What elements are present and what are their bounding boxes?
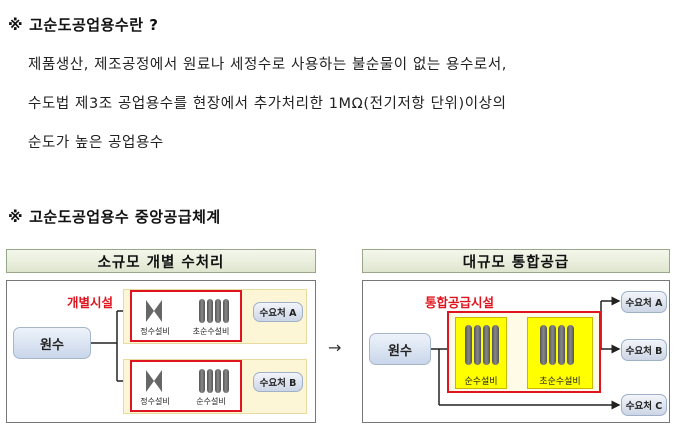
pure-caption: 순수설비 — [464, 377, 498, 387]
transition-arrow: → — [328, 338, 342, 357]
purifier-caption: 정수설비 — [140, 397, 170, 406]
right-panel: 원수 통합공급시설 순수설비 초순수설비 수요처 A 수요처 B 수요처 C — [362, 280, 670, 423]
filter-bars-icon — [465, 325, 499, 365]
demand-a: 수요처 A — [253, 302, 303, 322]
left-panel: 원수 개별시설 정수설비 초순수설비 수요처 A 정수설비 순수설비 수요처 B — [6, 280, 316, 423]
ultra-pure-caption: 초순수설비 — [539, 377, 581, 387]
raw-water-source: 원수 — [13, 327, 91, 359]
section-heading-definition: ※ 고순도공업용수란 ? — [8, 14, 158, 35]
raw-water-source: 원수 — [369, 333, 431, 365]
right-panel-title: 대규모 통합공급 — [362, 249, 670, 273]
filter-bars-icon — [540, 325, 574, 365]
filter-bars-icon — [199, 369, 229, 393]
heading-text: 고순도공업용수 중앙공급체계 — [29, 208, 221, 226]
reference-mark: ※ — [8, 208, 24, 226]
heading-text: 고순도공업용수란 ? — [29, 16, 159, 34]
pure-caption: 순수설비 — [196, 397, 226, 406]
left-panel-title: 소규모 개별 수처리 — [6, 249, 316, 273]
definition-line-2: 수도법 제3조 공업용수를 현장에서 추가처리한 1MΩ(전기저항 단위)이상의 — [28, 96, 507, 112]
integrated-facility-label: 통합공급시설 — [425, 295, 495, 310]
section-heading-system: ※ 고순도공업용수 중앙공급체계 — [8, 206, 221, 227]
demand-b: 수요처 B — [621, 339, 667, 361]
demand-c: 수요처 C — [621, 394, 667, 416]
individual-facility-label: 개별시설 — [67, 295, 114, 310]
valve-icon — [146, 300, 162, 322]
filter-bars-icon — [199, 299, 229, 323]
ultra-pure-caption: 초순수설비 — [192, 327, 230, 336]
reference-mark: ※ — [8, 16, 24, 34]
valve-icon — [146, 370, 162, 392]
demand-a: 수요처 A — [621, 291, 667, 313]
definition-line-3: 순도가 높은 공업용수 — [28, 135, 164, 151]
definition-line-1: 제품생산, 제조공정에서 원료나 세정수로 사용하는 불순물이 없는 용수로서, — [28, 57, 508, 73]
demand-b: 수요처 B — [253, 372, 303, 392]
purifier-caption: 정수설비 — [140, 327, 170, 336]
